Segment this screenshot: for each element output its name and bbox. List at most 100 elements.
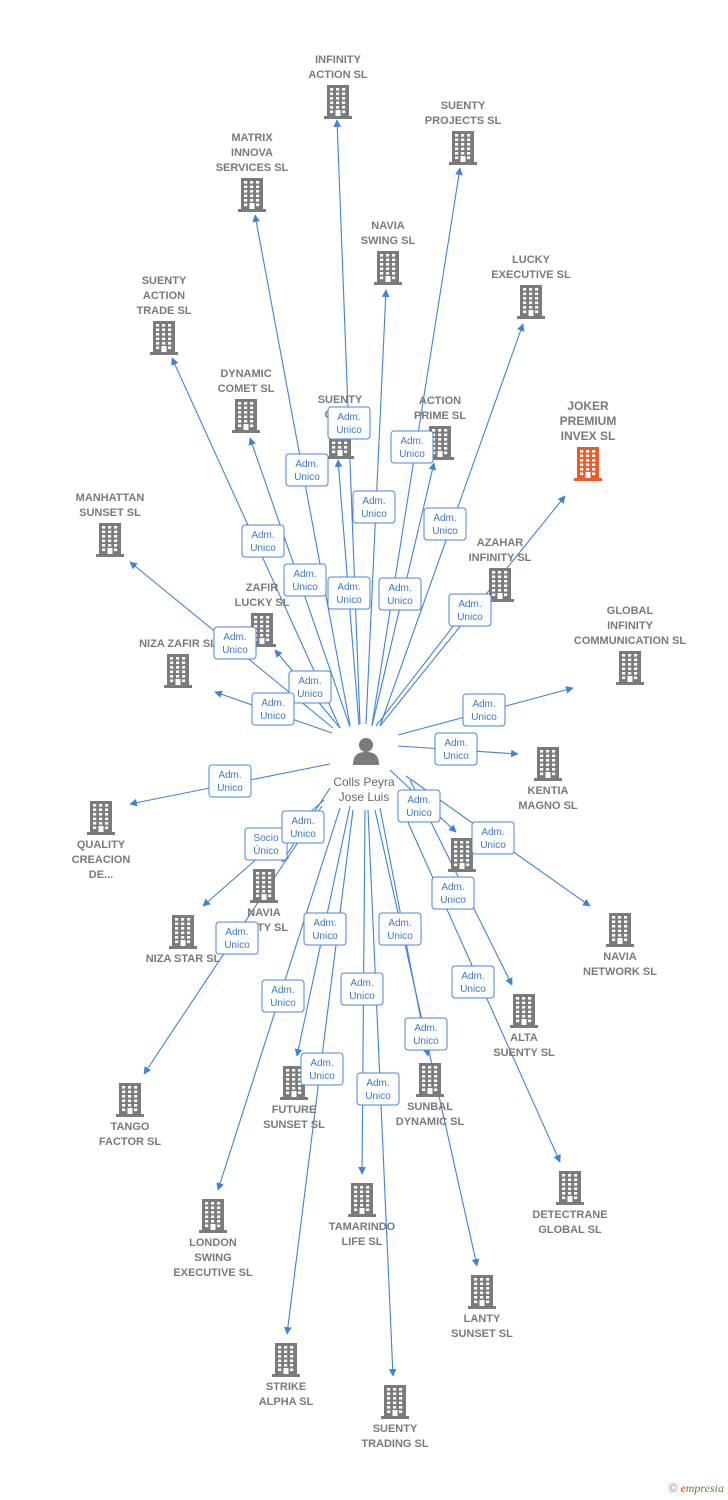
footer-brand[interactable]: © empresia	[669, 1481, 724, 1496]
company-name-line: EXECUTIVE SL	[491, 269, 571, 281]
role-badge: Adm.Unico	[251, 692, 295, 726]
role-badge-line: Socio	[253, 833, 278, 844]
company-node-detectrane-global[interactable]: DETECTRANE GLOBAL SL	[532, 1171, 608, 1236]
company-name-line: GLOBAL SL	[538, 1224, 602, 1236]
building-icon	[169, 915, 197, 949]
company-name-line: DETECTRANE	[532, 1209, 607, 1221]
company-node-suenty-action-trade[interactable]: SUENTY ACTION TRADE SL	[137, 275, 192, 355]
role-badge-line: Único	[253, 844, 279, 857]
company-name-line: SERVICES SL	[216, 162, 289, 174]
company-name-line: ACTION	[143, 290, 185, 302]
role-badge-line: Adm.	[461, 971, 484, 982]
role-badge-line: Unico	[290, 829, 316, 840]
role-badge-line: Adm.	[337, 412, 360, 423]
company-name-line: LUCKY SL	[235, 597, 290, 609]
company-name-line: NETWORK SL	[583, 966, 657, 978]
role-badge: Adm.Unico	[352, 490, 396, 524]
role-badge-line: Adm.	[414, 1023, 437, 1034]
role-badge: Adm.Unico	[281, 810, 325, 844]
company-name-line: CREACION	[72, 854, 131, 866]
company-name-line: SUENTY	[441, 100, 486, 112]
company-node-niza-star[interactable]: NIZA STAR SL	[146, 915, 221, 965]
role-badge-line: Adm.	[218, 770, 241, 781]
role-badge-line: Unico	[224, 940, 250, 951]
role-badge: Adm.Unico	[397, 789, 441, 823]
person-icon	[353, 738, 379, 765]
company-node-niza-zafir[interactable]: NIZA ZAFIR SL	[139, 638, 217, 688]
building-icon	[87, 801, 115, 835]
company-node-lucky-executive[interactable]: LUCKY EXECUTIVE SL	[491, 254, 571, 319]
role-badge-line: Unico	[297, 689, 323, 700]
company-name-line: GLOBAL	[607, 605, 654, 617]
company-name-line: SUENTY	[142, 275, 187, 287]
role-badge: Adm.Unico	[431, 876, 475, 910]
company-node-dynamic-comet[interactable]: DYNAMIC COMET SL	[218, 368, 275, 433]
role-badge-line: Adm.	[444, 738, 467, 749]
company-name-line: COMET SL	[218, 383, 275, 395]
role-badge-line: Adm.	[310, 1058, 333, 1069]
building-icon	[238, 178, 266, 212]
company-name-line: COMMUNICATION SL	[574, 635, 687, 647]
role-badge-line: Unico	[432, 526, 458, 537]
company-name-line: NIZA ZAFIR SL	[139, 638, 217, 650]
role-badge: Adm.Unico	[283, 563, 327, 597]
role-badge-line: Adm.	[472, 699, 495, 710]
role-badge-line: Adm.	[388, 918, 411, 929]
company-name-line: NIZA STAR SL	[146, 953, 221, 965]
role-badge: Adm.Unico	[340, 972, 384, 1006]
company-node-quality-creacion[interactable]: QUALITYCREACIONDE...	[72, 801, 131, 881]
role-badge: Adm.Unico	[208, 764, 252, 798]
role-badge: Adm.Unico	[404, 1017, 448, 1051]
role-badge-line: Adm.	[362, 496, 385, 507]
company-name-line: DYNAMIC	[220, 368, 271, 380]
building-icon	[116, 1083, 144, 1117]
building-icon	[448, 838, 476, 872]
company-name-line: TRADING SL	[361, 1438, 429, 1450]
building-icon	[348, 1183, 376, 1217]
company-name-line: TAMARINDO	[329, 1221, 396, 1233]
company-name-line: STRIKE	[266, 1381, 306, 1393]
building-icon	[150, 321, 178, 355]
company-name-line: NAVIA	[603, 951, 636, 963]
company-name-line: KENTIA	[528, 785, 569, 797]
role-badge-line: Adm.	[433, 513, 456, 524]
center-person[interactable]: Colls Peyra Jose Luis	[333, 738, 395, 804]
company-name-line: PREMIUM	[560, 414, 617, 428]
company-name-line: SWING	[194, 1252, 231, 1264]
company-name-line: AZAHAR	[477, 537, 523, 549]
role-badge: Adm.Unico	[451, 965, 495, 999]
company-name-line: SUNSET SL	[263, 1119, 325, 1131]
brand-name: mpresia	[685, 1481, 724, 1495]
role-badge-line: Unico	[312, 931, 338, 942]
company-name-line: SUENTY	[318, 394, 363, 406]
role-badge: Adm.Unico	[448, 593, 492, 627]
role-badge-line: Adm.	[251, 530, 274, 541]
company-node-navia-network[interactable]: NAVIA NETWORK SL	[583, 913, 657, 978]
company-name-line: MATRIX	[231, 132, 273, 144]
company-name-line: TRADE SL	[137, 305, 192, 317]
company-name-line: LONDON	[189, 1237, 237, 1249]
company-name-line: DE...	[89, 869, 113, 881]
role-badge-line: Adm.	[388, 583, 411, 594]
building-icon	[556, 1171, 584, 1205]
company-name-line: LUCKY	[512, 254, 551, 266]
